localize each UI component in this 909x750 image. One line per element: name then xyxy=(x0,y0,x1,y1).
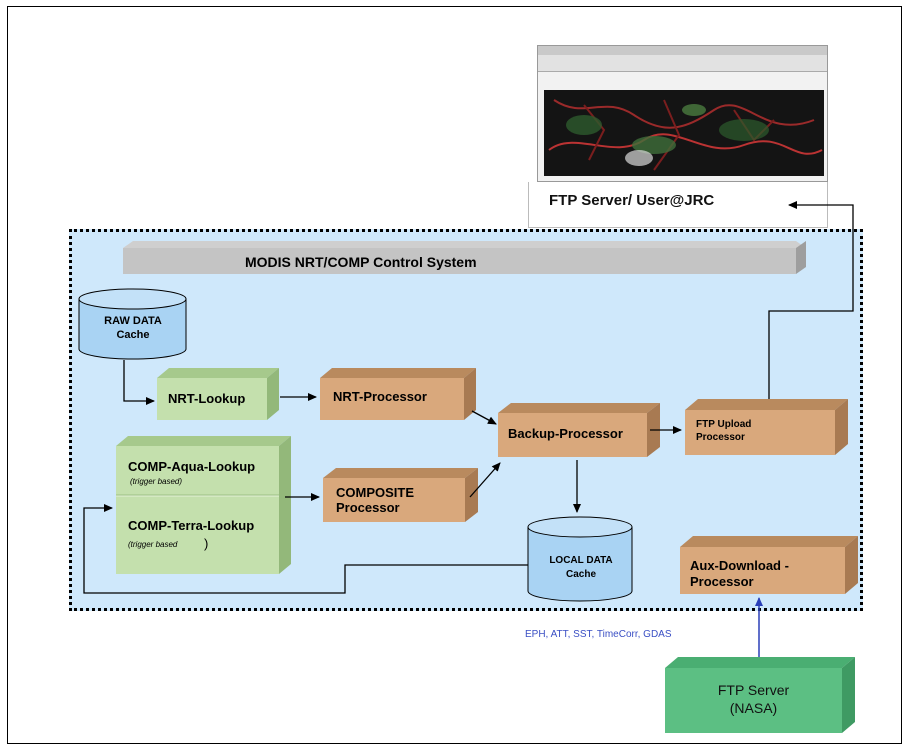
local-data-cache-label: LOCAL DATA Cache xyxy=(536,554,626,582)
composite-line2: Processor xyxy=(336,500,400,515)
nrt-lookup-box-shape xyxy=(157,368,279,420)
aux-download-processor-box-shape xyxy=(680,536,858,594)
ftp-nasa-box-shape xyxy=(665,657,855,733)
nrt-processor-box-shape xyxy=(320,368,476,420)
title-slab-top xyxy=(123,241,806,248)
nrt-lookup-label: NRT-Lookup xyxy=(168,391,246,406)
local-data-cache-line1: LOCAL DATA xyxy=(549,555,613,566)
screenshot-map xyxy=(544,90,824,176)
arrow-local-cache-to-comp-terra xyxy=(83,504,528,594)
comp-terra-lookup-label: COMP-Terra-Lookup xyxy=(128,518,255,533)
ftp-user-jrc-box: FTP Server/ User@JRC xyxy=(528,182,828,228)
arrow-raw-to-nrt-lookup xyxy=(123,360,155,405)
ftp-nasa-label: FTP Server (NASA) xyxy=(665,681,842,717)
local-data-cache-cylinder xyxy=(527,516,633,602)
arrow-ftp-upload-to-jrc xyxy=(768,201,854,399)
screenshot-titlebar xyxy=(538,46,827,55)
aux-inputs-label: EPH, ATT, SST, TimeCorr, GDAS xyxy=(525,629,672,640)
comp-terra-trigger-note: (trigger based xyxy=(128,540,178,549)
ftp-upload-line1: FTP Upload xyxy=(696,419,752,430)
ftp-nasa-line2: (NASA) xyxy=(729,700,778,716)
raw-data-cache-line1: RAW DATA xyxy=(104,315,162,327)
comp-terra-trigger-close: ) xyxy=(204,536,209,551)
ftp-upload-line2: Processor xyxy=(696,432,745,443)
aux-download-line2: Processor xyxy=(690,574,754,589)
raw-data-cache-line2: Cache xyxy=(116,329,150,341)
browser-screenshot-image xyxy=(537,45,828,182)
composite-line1: COMPOSITE xyxy=(336,485,415,500)
backup-processor-label: Backup-Processor xyxy=(508,426,623,441)
screenshot-toolbar xyxy=(538,55,827,72)
ftp-upload-processor-label: FTP Upload Processor xyxy=(696,418,751,444)
composite-processor-label: COMPOSITE Processor xyxy=(336,485,414,515)
title-slab-side xyxy=(796,241,806,274)
title-slab-front xyxy=(123,248,796,274)
control-system-title: MODIS NRT/COMP Control System xyxy=(245,254,477,270)
aux-download-processor-label: Aux-Download - Processor xyxy=(690,558,789,590)
local-data-cache-line2: Cache xyxy=(565,569,596,580)
comp-aqua-trigger-note: (trigger based) xyxy=(130,477,183,486)
aux-download-line1: Aux-Download - xyxy=(690,558,789,573)
raw-data-cache-label: RAW DATA Cache xyxy=(98,314,168,342)
ftp-nasa-line1: FTP Server xyxy=(717,682,790,698)
comp-aqua-lookup-label: COMP-Aqua-Lookup xyxy=(128,459,256,474)
arrow-nrt-processor-to-backup xyxy=(471,410,497,425)
ftp-upload-processor-box-shape xyxy=(685,399,848,455)
ftp-user-jrc-label: FTP Server/ User@JRC xyxy=(549,192,715,209)
nrt-processor-label: NRT-Processor xyxy=(333,389,427,404)
arrow-composite-to-backup xyxy=(469,462,501,498)
comp-lookup-box-shape xyxy=(116,436,291,574)
raw-data-cache-cylinder xyxy=(78,288,187,360)
